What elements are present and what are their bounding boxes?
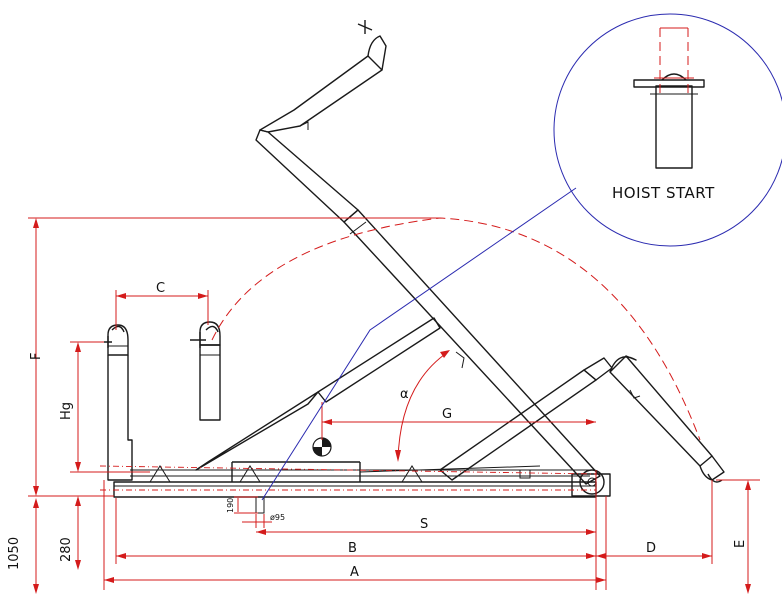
- label-F: F: [29, 353, 44, 360]
- label-alpha: α: [400, 387, 409, 402]
- dimension-A: [103, 480, 607, 590]
- hook-shifted: [190, 325, 219, 348]
- dimension-D: [596, 480, 713, 564]
- dimension-B: [115, 498, 596, 564]
- dimension-G: [321, 402, 596, 440]
- label-190: 190: [226, 498, 235, 513]
- label-1050: 1050: [7, 537, 22, 570]
- hook-path-arc: [211, 217, 701, 441]
- label-S: S: [420, 517, 428, 532]
- label-G: G: [442, 407, 452, 422]
- dimension-280: [75, 496, 81, 570]
- dimension-F: [28, 217, 440, 497]
- label-A: A: [350, 565, 359, 580]
- label-dia-95: ø95: [270, 513, 285, 522]
- arm-extended: [609, 355, 725, 483]
- label-280: 280: [59, 537, 74, 562]
- centerline-top: [99, 465, 597, 475]
- label-B: B: [348, 541, 357, 556]
- dimension-Hg: [70, 341, 150, 473]
- arm-transport-position: [107, 321, 221, 481]
- label-Hg: Hg: [59, 402, 74, 420]
- dimension-1050: [33, 498, 39, 594]
- detail-callout: [261, 13, 782, 501]
- label-hoist-start: HOIST START: [612, 184, 715, 202]
- dimension-dia-95: [242, 514, 272, 528]
- detail-circle: [553, 13, 782, 247]
- center-of-gravity-symbol: [312, 437, 332, 457]
- arm-raised: [255, 20, 601, 485]
- dimension-190: [234, 496, 258, 514]
- hook-transport: [104, 325, 125, 348]
- dimension-E: [716, 479, 760, 594]
- angle-alpha: [395, 350, 450, 462]
- label-E: E: [733, 540, 748, 548]
- dimension-C: [115, 290, 209, 330]
- dimension-S: [256, 470, 597, 590]
- label-D: D: [646, 541, 656, 556]
- label-C: C: [156, 281, 165, 296]
- chassis-frame: [113, 461, 611, 514]
